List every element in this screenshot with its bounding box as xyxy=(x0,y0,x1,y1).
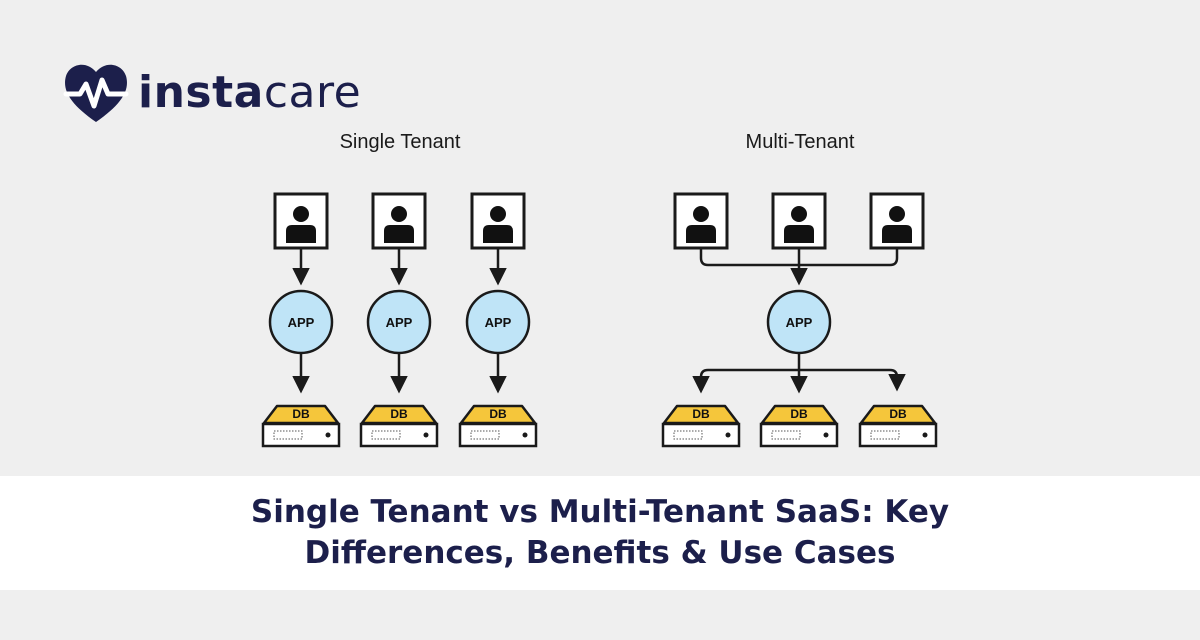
app-label: APP xyxy=(786,315,813,330)
db-label: DB xyxy=(489,407,507,421)
heartbeat-heart-icon xyxy=(63,64,129,122)
user-icon xyxy=(273,192,329,250)
user-icon xyxy=(673,192,729,250)
db-label: DB xyxy=(790,407,808,421)
multi-tenant-connectors xyxy=(692,249,906,394)
multi-tenant-users xyxy=(673,192,925,250)
single-tenant-heading: Single Tenant xyxy=(340,131,461,153)
single-tenant-column-3: APP DB xyxy=(458,192,538,448)
db-label: DB xyxy=(692,407,710,421)
brand-name-light: care xyxy=(263,67,362,118)
app-label: APP xyxy=(386,315,413,330)
app-label: APP xyxy=(485,315,512,330)
tenancy-diagram: Single Tenant APP DB APP DB APP DB Multi… xyxy=(261,131,938,448)
single-tenant-column-1: APP DB xyxy=(261,192,341,448)
db-label: DB xyxy=(292,407,310,421)
multi-tenant-heading: Multi-Tenant xyxy=(746,131,855,153)
db-label: DB xyxy=(889,407,907,421)
brand-logo: instacare xyxy=(60,60,361,126)
user-icon xyxy=(771,192,827,250)
db-label: DB xyxy=(390,407,408,421)
user-icon xyxy=(470,192,526,250)
multi-tenant-databases: DB DB DB xyxy=(661,404,938,448)
app-label: APP xyxy=(288,315,315,330)
multi-tenant-app: APP xyxy=(766,289,832,355)
user-icon xyxy=(869,192,925,250)
article-title: Single Tenant vs Multi-Tenant SaaS: Key … xyxy=(250,494,950,571)
brand-wordmark: instacare xyxy=(138,71,361,115)
title-band: Single Tenant vs Multi-Tenant SaaS: Key … xyxy=(0,476,1200,590)
brand-name-bold: insta xyxy=(138,67,264,118)
user-icon xyxy=(371,192,427,250)
single-tenant-column-2: APP DB xyxy=(359,192,439,448)
